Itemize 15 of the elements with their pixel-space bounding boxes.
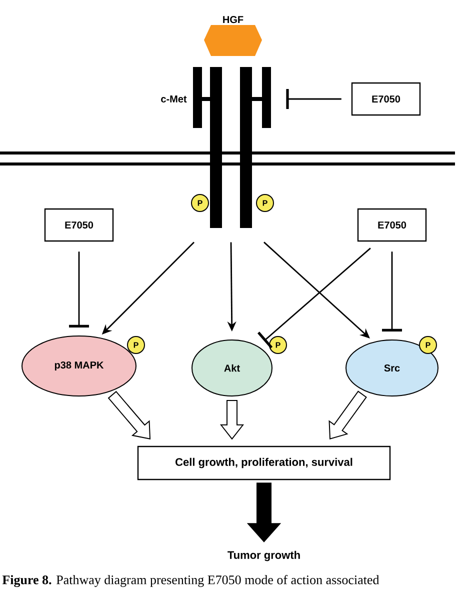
inhibition-line — [286, 89, 342, 109]
outcome-box: Cell growth, proliferation, survival — [137, 446, 391, 480]
outcome-label: Tumor growth — [228, 550, 300, 562]
caption: Figure 8. Pathway diagram presenting E7050 mode of action associated — [2, 574, 380, 587]
drug-box: E7050 — [351, 82, 421, 116]
inhibition-line — [382, 252, 402, 332]
node-label: c-Met — [161, 96, 187, 102]
block-arrow — [328, 390, 367, 440]
inhibition-line — [69, 252, 89, 328]
node-label: HGF — [223, 16, 244, 24]
block-arrow — [220, 400, 244, 440]
block-arrow — [246, 482, 282, 542]
ligand-hexagon: HGF — [204, 16, 262, 56]
drug-box: E7050 — [44, 208, 114, 242]
drug-box: E7050 — [357, 208, 427, 242]
